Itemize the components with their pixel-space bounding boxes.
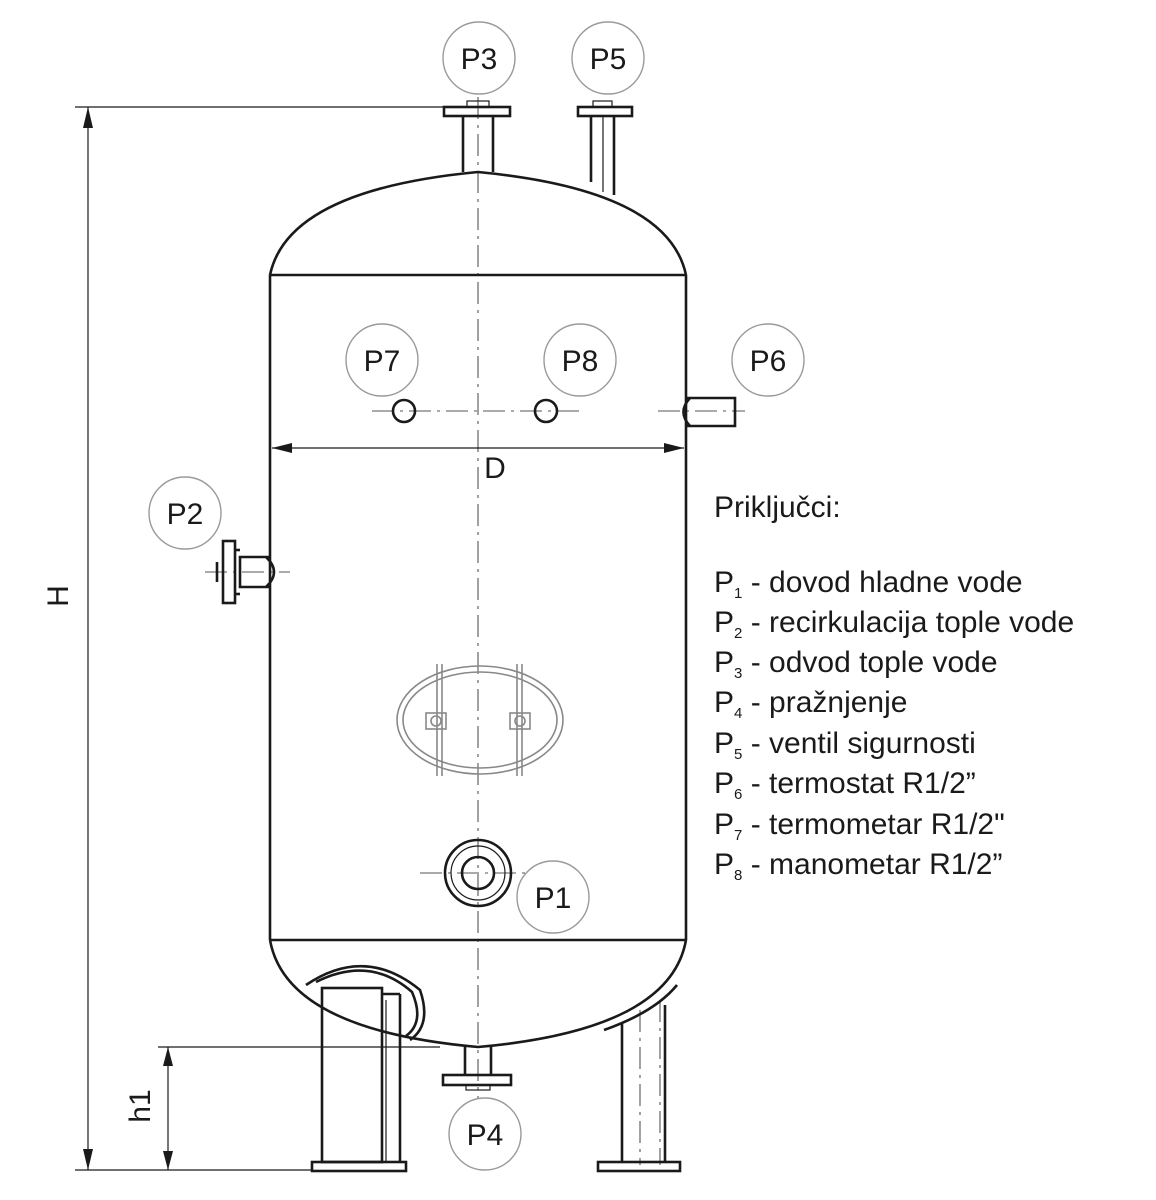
label-p8: P8 bbox=[543, 323, 617, 397]
legend-item: P5 - ventil sigurnosti bbox=[714, 727, 976, 763]
nozzle-p1 bbox=[443, 838, 513, 908]
svg-text:P8: P8 bbox=[562, 345, 599, 378]
dimension-d: D bbox=[272, 443, 684, 485]
manhole bbox=[396, 664, 564, 776]
dimension-h: H bbox=[42, 106, 444, 1171]
label-p5: P5 bbox=[571, 21, 645, 95]
label-p4: P4 bbox=[448, 1097, 522, 1171]
socket-p7 bbox=[391, 398, 417, 424]
label-p1: P1 bbox=[516, 860, 590, 934]
center-lines bbox=[205, 60, 745, 1165]
nozzle-p2 bbox=[215, 539, 276, 605]
label-p3: P3 bbox=[442, 21, 516, 95]
legend-item: P4 - pražnjenje bbox=[714, 686, 907, 722]
nozzle-p6 bbox=[682, 396, 737, 428]
svg-text:P3: P3 bbox=[461, 43, 498, 76]
svg-text:P6: P6 bbox=[750, 345, 787, 378]
svg-text:P5: P5 bbox=[590, 43, 627, 76]
svg-text:P7: P7 bbox=[364, 345, 401, 378]
nozzle-p4 bbox=[441, 1047, 513, 1091]
legend-item: P1 - dovod hladne vode bbox=[714, 566, 1023, 602]
nozzle-p3 bbox=[442, 100, 512, 172]
svg-text:P4: P4 bbox=[467, 1119, 504, 1152]
nozzle-p5 bbox=[576, 100, 634, 195]
legend: Priključci: P1 - dovod hladne vode P2 - … bbox=[714, 491, 1074, 884]
dimension-h1-label: h1 bbox=[124, 1089, 157, 1122]
socket-p8 bbox=[533, 398, 559, 424]
svg-text:P2: P2 bbox=[167, 498, 204, 531]
label-p7: P7 bbox=[345, 323, 419, 397]
legend-item: P8 - manometar R1/2” bbox=[714, 848, 1002, 884]
legend-item: P3 - odvod tople vode bbox=[714, 646, 998, 682]
svg-text:P1: P1 bbox=[535, 882, 572, 915]
dimension-d-label: D bbox=[484, 452, 506, 485]
label-p6: P6 bbox=[731, 323, 805, 397]
dimension-h-label: H bbox=[42, 585, 75, 607]
support-leg-right bbox=[596, 984, 682, 1173]
legend-item: P2 - recirkulacija tople vode bbox=[714, 606, 1074, 642]
legend-item: P7 - termometar R1/2" bbox=[714, 808, 1005, 844]
label-p2: P2 bbox=[148, 476, 222, 550]
legend-title: Priključci: bbox=[714, 491, 841, 524]
legend-item: P6 - termostat R1/2” bbox=[714, 767, 976, 803]
vessel-shell bbox=[268, 170, 688, 1049]
dimension-h1: h1 bbox=[124, 1046, 440, 1170]
support-leg-left bbox=[305, 964, 426, 1173]
